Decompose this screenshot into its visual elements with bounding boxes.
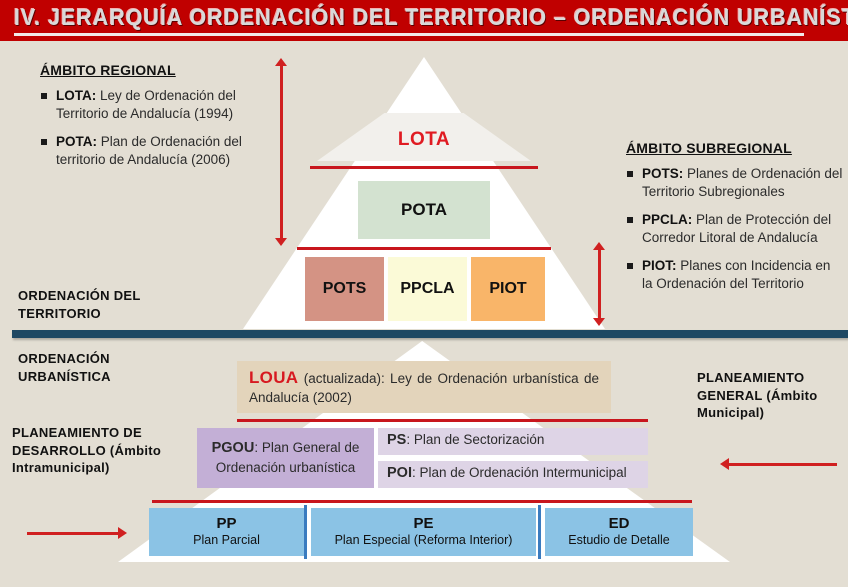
pgou-text: : Plan General de Ordenación urbanística bbox=[215, 440, 360, 475]
poi-text: : Plan de Ordenación Intermunicipal bbox=[411, 465, 627, 480]
planeamiento-general-arrow-icon bbox=[720, 458, 842, 471]
poi-box: POI: Plan de Ordenación Intermunicipal bbox=[378, 461, 648, 488]
label-ordenacion-territorio: ORDENACIÓN DEL TERRITORIO bbox=[18, 288, 141, 321]
lota-pota-divider-line bbox=[310, 166, 538, 169]
pe-name: Plan Especial (Reforma Interior) bbox=[334, 533, 513, 547]
loua-code: LOUA bbox=[249, 368, 299, 387]
regional-title: ÁMBITO REGIONAL bbox=[40, 62, 176, 78]
ps-box: PS: Plan de Sectorización bbox=[378, 428, 648, 455]
loua-text: (actualizada): Ley de Ordenación urbanís… bbox=[249, 371, 599, 405]
lota-item-text: Ley de Ordenación del Territorio de Anda… bbox=[56, 88, 236, 121]
ps-code: PS bbox=[387, 432, 407, 448]
ppcla-item-code: PPCLA: bbox=[642, 212, 693, 227]
subregional-list: POTS: Planes de Ordenación del Territori… bbox=[626, 165, 844, 293]
pots-item-text: Planes de Ordenación del Territorio Subr… bbox=[642, 166, 843, 199]
pota-pots-divider-line bbox=[297, 247, 551, 250]
pgou-code: PGOU bbox=[211, 440, 255, 456]
regional-scope-block: ÁMBITO REGIONAL LOTA: Ley de Ordenación … bbox=[40, 62, 275, 179]
regional-scope-arrow-icon bbox=[275, 58, 288, 246]
pots-item-code: POTS: bbox=[642, 166, 684, 181]
development-divider-line bbox=[152, 500, 692, 503]
pp-code: PP bbox=[216, 515, 237, 532]
pots-box: POTS bbox=[305, 257, 384, 321]
piot-box: PIOT bbox=[471, 257, 545, 321]
lota-box: LOTA bbox=[397, 129, 451, 150]
piot-item-text: Planes con Incidencia en la Ordenación d… bbox=[642, 258, 831, 291]
page-title: IV. JERARQUÍA ORDENACIÓN DEL TERRITORIO … bbox=[14, 4, 848, 30]
pe-code: PE bbox=[413, 515, 434, 532]
label-planeamiento-general: PLANEAMIENTO GENERAL (Ámbito Municipal) bbox=[697, 370, 818, 420]
regional-list: LOTA: Ley de Ordenación del Territorio d… bbox=[40, 87, 275, 169]
list-item: LOTA: Ley de Ordenación del Territorio d… bbox=[40, 87, 275, 123]
ed-name: Estudio de Detalle bbox=[568, 533, 670, 547]
ppcla-box: PPCLA bbox=[388, 257, 467, 321]
list-item: POTS: Planes de Ordenación del Territori… bbox=[626, 165, 844, 201]
list-item: PPCLA: Plan de Protección del Corredor L… bbox=[626, 211, 844, 247]
pota-box: POTA bbox=[358, 181, 490, 239]
header-banner: IV. JERARQUÍA ORDENACIÓN DEL TERRITORIO … bbox=[0, 0, 848, 41]
subregional-title: ÁMBITO SUBREGIONAL bbox=[626, 140, 792, 156]
loua-pgou-divider-line bbox=[237, 419, 648, 422]
pp-pe-separator bbox=[304, 505, 307, 559]
label-planeamiento-desarrollo: PLANEAMIENTO DE DESARROLLO (Ámbito Intra… bbox=[12, 425, 162, 475]
ed-box: ED Estudio de Detalle bbox=[545, 508, 693, 556]
subregional-scope-arrow-icon bbox=[593, 242, 606, 326]
pe-ed-separator bbox=[538, 505, 541, 559]
subregional-scope-block: ÁMBITO SUBREGIONAL POTS: Planes de Orden… bbox=[626, 140, 844, 303]
pp-box: PP Plan Parcial bbox=[149, 508, 304, 556]
planeamiento-desarrollo-arrow-icon bbox=[22, 527, 127, 540]
lota-item-code: LOTA: bbox=[56, 88, 97, 103]
pe-box: PE Plan Especial (Reforma Interior) bbox=[311, 508, 536, 556]
piot-item-code: PIOT: bbox=[642, 258, 677, 273]
ps-text: : Plan de Sectorización bbox=[406, 432, 545, 447]
list-item: POTA: Plan de Ordenación del territorio … bbox=[40, 133, 275, 169]
label-ordenacion-urbanistica: ORDENACIÓN URBANÍSTICA bbox=[18, 351, 111, 384]
ed-code: ED bbox=[608, 515, 630, 532]
list-item: PIOT: Planes con Incidencia en la Ordena… bbox=[626, 257, 844, 293]
poi-code: POI bbox=[387, 465, 412, 481]
pota-item-text: Plan de Ordenación del territorio de And… bbox=[56, 134, 242, 167]
section-divider bbox=[12, 330, 848, 338]
pp-name: Plan Parcial bbox=[193, 533, 260, 547]
pota-item-code: POTA: bbox=[56, 134, 97, 149]
pgou-box: PGOU: Plan General de Ordenación urbanís… bbox=[197, 428, 374, 488]
ppcla-item-text: Plan de Protección del Corredor Litoral … bbox=[642, 212, 832, 245]
title-underline bbox=[14, 33, 804, 36]
loua-box: LOUA (actualizada): Ley de Ordenación ur… bbox=[237, 361, 611, 413]
